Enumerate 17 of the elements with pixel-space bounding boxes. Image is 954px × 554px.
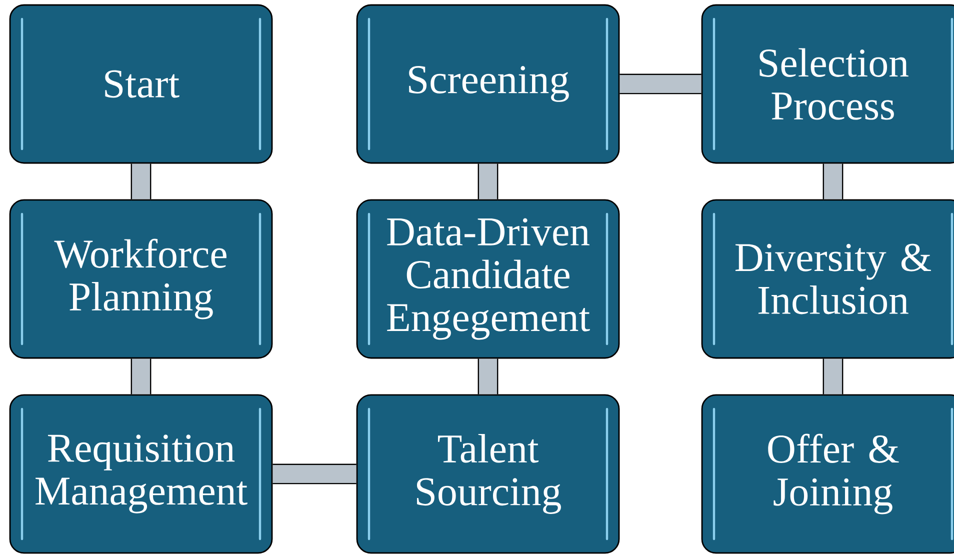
connector-bar: [130, 358, 152, 394]
connector-bar: [620, 74, 702, 94]
connector-bar: [822, 358, 844, 394]
connector-bar: [478, 164, 498, 200]
process-box: Selection Process: [701, 4, 954, 164]
process-box: Data-Driven Candidate Engegement: [356, 199, 620, 359]
process-box: Screening: [356, 4, 620, 164]
process-box: Offer & Joining: [701, 394, 954, 554]
connector-bar: [272, 464, 356, 484]
connector-bar: [478, 358, 498, 394]
process-box: Workforce Planning: [9, 199, 273, 359]
process-box: Diversity & Inclusion: [701, 199, 954, 359]
process-box: Start: [9, 4, 273, 164]
process-box: Requisition Management: [9, 394, 273, 554]
process-box: Talent Sourcing: [356, 394, 620, 554]
connector-bar: [822, 164, 844, 200]
connector-bar: [130, 164, 152, 200]
